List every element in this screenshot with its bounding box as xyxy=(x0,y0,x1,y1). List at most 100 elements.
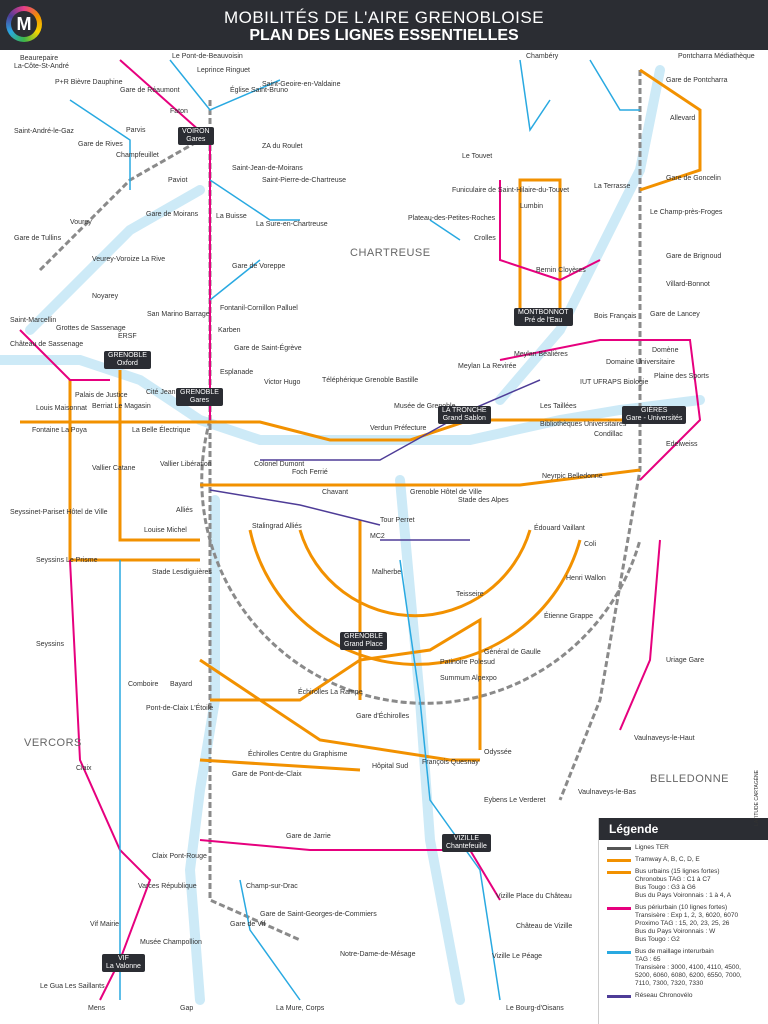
stop-label[interactable]: Gare de Goncelin xyxy=(666,175,721,182)
hub-grand-place[interactable]: GRENOBLE Grand Place xyxy=(340,632,387,650)
stop-label[interactable]: Gare de Pontcharra xyxy=(666,77,728,84)
stop-label[interactable]: ZA du Roulet xyxy=(262,143,303,150)
stop-label[interactable]: Crolles xyxy=(474,235,496,242)
stop-label[interactable]: Vif Mairie xyxy=(90,921,119,928)
stop-label[interactable]: Meylan Béalières xyxy=(514,351,568,358)
stop-label[interactable]: Vizille Le Péage xyxy=(492,953,542,960)
stop-label[interactable]: Saint-Geoire-en-Valdaine xyxy=(262,81,341,88)
stop-label[interactable]: Faton xyxy=(170,108,188,115)
stop-label[interactable]: Cité Jean Macé xyxy=(146,389,195,396)
stop-label[interactable]: Saint-Marcellin xyxy=(10,317,56,324)
stop-label[interactable]: Parvis xyxy=(126,127,146,134)
stop-label[interactable]: Gare de Brignoud xyxy=(666,253,721,260)
stop-label[interactable]: François Quesnay xyxy=(422,759,479,766)
stop-label[interactable]: Claix xyxy=(76,765,92,772)
stop-label[interactable]: Stalingrad Alliés xyxy=(252,523,302,530)
stop-label[interactable]: Villard-Bonnot xyxy=(666,281,710,288)
stop-label[interactable]: Henri Wallon xyxy=(566,575,606,582)
stop-label[interactable]: Gare de Saint-Georges-de-Commiers xyxy=(260,911,377,918)
stop-label[interactable]: Gare de Tullins xyxy=(14,235,62,242)
stop-label[interactable]: Saint-Pierre-de-Chartreuse xyxy=(262,177,346,184)
stop-label[interactable]: Vizille Place du Château xyxy=(496,893,572,900)
stop-label[interactable]: Seyssinet-Pariset Hôtel de Ville xyxy=(10,509,108,516)
stop-label[interactable]: Summum Alpexpo xyxy=(440,675,497,682)
stop-label[interactable]: Condillac xyxy=(594,431,623,438)
stop-label[interactable]: Neyrpic Belledonne xyxy=(542,473,603,480)
stop-label[interactable]: Gare de Pont-de-Claix xyxy=(232,771,302,778)
stop-label[interactable]: Patinoire Polesud xyxy=(440,659,495,666)
stop-label[interactable]: Château de Vizille xyxy=(516,923,572,930)
stop-label[interactable]: Beaurepaire xyxy=(20,55,58,62)
stop-label[interactable]: Gare de Saint-Égrève xyxy=(234,343,302,352)
stop-label[interactable]: Église Saint-Bruno xyxy=(230,85,288,94)
hub-vizille[interactable]: VIZILLE Chantefeuille xyxy=(442,834,491,852)
stop-label[interactable]: Domaine Universitaire xyxy=(606,359,675,366)
stop-label[interactable]: Colonel Dumont xyxy=(254,461,304,468)
stop-label[interactable]: Mens xyxy=(88,1005,106,1012)
stop-label[interactable]: Gare de Jarrie xyxy=(286,833,331,840)
stop-label[interactable]: Général de Gaulle xyxy=(484,649,541,656)
stop-label[interactable]: Pont-de-Claix L'Étoile xyxy=(146,703,213,712)
stop-label[interactable]: La Mure, Corps xyxy=(276,1005,325,1012)
stop-label[interactable]: Berriat Le Magasin xyxy=(92,403,151,410)
stop-label[interactable]: Bernin Cloyères xyxy=(536,267,586,274)
stop-label[interactable]: Champ-sur-Drac xyxy=(246,883,298,890)
stop-label[interactable]: Le Bourg-d'Oisans xyxy=(506,1005,564,1012)
stop-label[interactable]: Eybens Le Verderet xyxy=(484,797,546,804)
m-logo-icon[interactable]: M xyxy=(6,6,42,42)
stop-label[interactable]: Vallier Libération xyxy=(160,461,212,468)
stop-label[interactable]: San Marino Barrage xyxy=(147,311,210,318)
stop-label[interactable]: La Sure-en-Chartreuse xyxy=(256,221,328,228)
stop-label[interactable]: Foch Ferrié xyxy=(292,469,328,476)
stop-label[interactable]: P+R Bièvre Dauphine xyxy=(55,79,123,86)
stop-label[interactable]: Stade Lesdiguières xyxy=(152,569,212,576)
stop-label[interactable]: Le Pont-de-Beauvoisin xyxy=(172,53,243,60)
stop-label[interactable]: Funiculaire de Saint-Hilaire-du-Touvet xyxy=(452,187,569,194)
stop-label[interactable]: Palais de Justice xyxy=(75,392,128,399)
stop-label[interactable]: Allevard xyxy=(670,115,695,122)
stop-label[interactable]: Hôpital Sud xyxy=(372,763,408,770)
hub-vif[interactable]: VIF La Valonne xyxy=(102,954,145,972)
stop-label[interactable]: Gap xyxy=(180,1005,193,1012)
stop-label[interactable]: Varces République xyxy=(138,883,197,890)
stop-label[interactable]: Bois Français xyxy=(594,313,637,320)
stop-label[interactable]: Paviot xyxy=(168,177,188,184)
stop-label[interactable]: Saint-André-le-Gaz xyxy=(14,128,74,135)
stop-label[interactable]: Karben xyxy=(218,327,241,334)
stop-label[interactable]: Louise Michel xyxy=(144,527,187,534)
stop-label[interactable]: Fontanil-Cornillon Palluel xyxy=(220,305,298,312)
stop-label[interactable]: Bayard xyxy=(170,681,192,688)
stop-label[interactable]: Teisseire xyxy=(456,591,484,598)
stop-label[interactable]: Le Gua Les Saillants xyxy=(40,983,105,990)
hub-la-tronche[interactable]: LA TRONCHE Grand Sablon xyxy=(438,406,491,424)
stop-label[interactable]: Champfeuillet xyxy=(116,152,159,159)
stop-label[interactable]: ERSF xyxy=(118,333,137,340)
stop-label[interactable]: Stade des Alpes xyxy=(458,497,509,504)
stop-label[interactable]: Vaulnaveys-le-Bas xyxy=(578,789,636,796)
stop-label[interactable]: IUT UFRAPS Biologie xyxy=(580,379,648,386)
stop-label[interactable]: Seyssins Le Prisme xyxy=(36,557,98,564)
stop-label[interactable]: Plateau-des-Petites-Roches xyxy=(408,215,496,222)
stop-label[interactable]: Uriage Gare xyxy=(666,657,704,664)
stop-label[interactable]: Tour Perret xyxy=(380,517,415,524)
stop-label[interactable]: Gare de Voreppe xyxy=(232,263,285,270)
stop-label[interactable]: Musée de Grenoble xyxy=(394,403,456,410)
stop-label[interactable]: Edelweiss xyxy=(666,441,698,448)
stop-label[interactable]: Grenoble Hôtel de Ville xyxy=(410,489,482,496)
stop-label[interactable]: Verdun Préfecture xyxy=(370,425,427,432)
stop-label[interactable]: MC2 xyxy=(370,533,385,540)
stop-label[interactable]: Gare de Lancey xyxy=(650,311,700,318)
stop-label[interactable]: Plaine des Sports xyxy=(654,373,709,380)
stop-label[interactable]: Leprince Ringuet xyxy=(197,67,250,74)
stop-label[interactable]: Gare d'Échirolles xyxy=(356,711,410,720)
stop-label[interactable]: Château de Sassenage xyxy=(10,341,83,348)
stop-label[interactable]: Édouard Vaillant xyxy=(534,523,585,532)
stop-label[interactable]: Gare de Moirans xyxy=(146,211,199,218)
hub-gieres[interactable]: GIÈRES Gare - Universités xyxy=(622,406,687,424)
hub-grenoble-oxford[interactable]: GRENOBLE Oxford xyxy=(104,351,151,369)
stop-label[interactable]: Esplanade xyxy=(220,369,253,376)
stop-label[interactable]: Saint-Jean-de-Moirans xyxy=(232,165,303,172)
stop-label[interactable]: Alliés xyxy=(176,507,193,514)
network-map[interactable]: CHARTREUSE VERCORS BELLEDONNE Beaurepair… xyxy=(0,50,768,1024)
stop-label[interactable]: Malherbe xyxy=(372,569,401,576)
